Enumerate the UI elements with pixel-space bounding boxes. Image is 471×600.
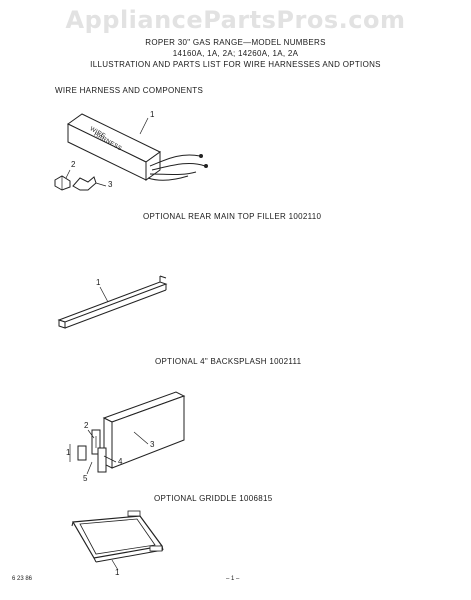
backsplash-callout-4: 4: [118, 457, 123, 466]
harness-section-title: WIRE HARNESS AND COMPONENTS: [55, 86, 204, 95]
footer-page-number: – 1 –: [226, 576, 240, 582]
backsplash-callout-2: 2: [84, 421, 89, 430]
filler-section-title: OPTIONAL REAR MAIN TOP FILLER 1002110: [143, 212, 322, 221]
backsplash-section-title: OPTIONAL 4" BACKSPLASH 1002111: [155, 357, 302, 366]
backsplash-callout-3: 3: [150, 440, 155, 449]
griddle-callout-1: 1: [115, 568, 120, 577]
filler-callout-1: 1: [96, 278, 101, 287]
backsplash-callout-1: 1: [66, 448, 71, 457]
griddle-section-title: OPTIONAL GRIDDLE 1006815: [154, 494, 273, 503]
header-line-3: ILLUSTRATION AND PARTS LIST FOR WIRE HAR…: [90, 60, 381, 69]
header-line-1: ROPER 30" GAS RANGE—MODEL NUMBERS: [145, 38, 326, 47]
harness-callout-1: 1: [150, 110, 155, 119]
harness-callout-2: 2: [71, 160, 76, 169]
header-line-2: 14160A, 1A, 2A; 14260A, 1A, 2A: [172, 49, 299, 58]
footer-date: 6 23 86: [12, 576, 33, 582]
harness-callout-3: 3: [108, 180, 113, 189]
watermark: AppliancePartsPros.com: [65, 6, 406, 34]
backsplash-callout-5: 5: [83, 474, 88, 483]
